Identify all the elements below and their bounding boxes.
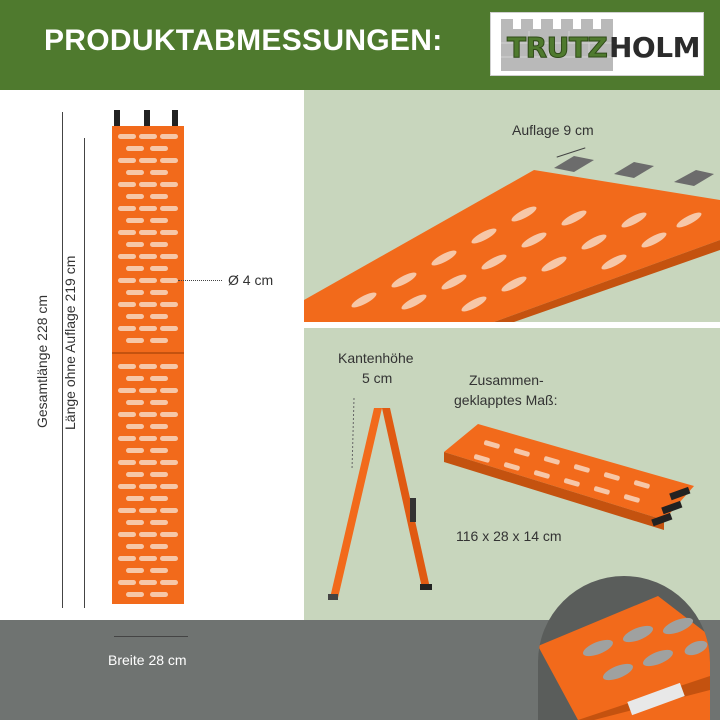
- edge-height-label-1: Kantenhöhe: [338, 350, 414, 366]
- ramp-folded-view: [444, 424, 694, 530]
- folded-label-2: geklapptes Maß:: [454, 392, 558, 408]
- edge-and-folded-panel: Kantenhöhe 5 cm Zusammen- geklapptes Maß…: [304, 328, 720, 620]
- folded-label-1: Zusammen-: [469, 372, 544, 388]
- support-detail-panel: Auflage 9 cm: [304, 90, 720, 322]
- castle-wall-icon: [501, 19, 613, 71]
- logo-text-holm: HOLM: [609, 31, 700, 64]
- page-title: PRODUKTABMESSUNGEN:: [44, 24, 443, 57]
- diameter-pointer: [178, 280, 222, 281]
- diameter-label: Ø 4 cm: [228, 272, 274, 288]
- ramp-edge-side-view: [328, 398, 432, 600]
- width-dimension-line: [114, 636, 188, 637]
- support-label: Auflage 9 cm: [512, 122, 594, 138]
- ramp-closeup-circle: [538, 576, 710, 720]
- length-without-support-label: Länge ohne Auflage 219 cm: [62, 255, 78, 430]
- folded-size-label: 116 x 28 x 14 cm: [456, 528, 562, 544]
- total-length-label: Gesamtlänge 228 cm: [34, 294, 50, 428]
- header-banner: PRODUKTABMESSUNGEN: TRUTZ H: [0, 0, 720, 90]
- total-length-line: [62, 112, 63, 608]
- orange-ramp-icon: [112, 110, 184, 604]
- ramp-support-detail: [304, 156, 720, 322]
- brand-logo: TRUTZ HOLM: [490, 12, 704, 76]
- edge-height-label-2: 5 cm: [362, 370, 393, 386]
- ramp-front-view: [108, 108, 188, 608]
- length-without-support-line: [84, 138, 85, 608]
- ramp-closeup-logo: [538, 596, 710, 720]
- width-label: Breite 28 cm: [108, 652, 187, 668]
- logo-text-trutz: TRUTZ: [506, 31, 608, 65]
